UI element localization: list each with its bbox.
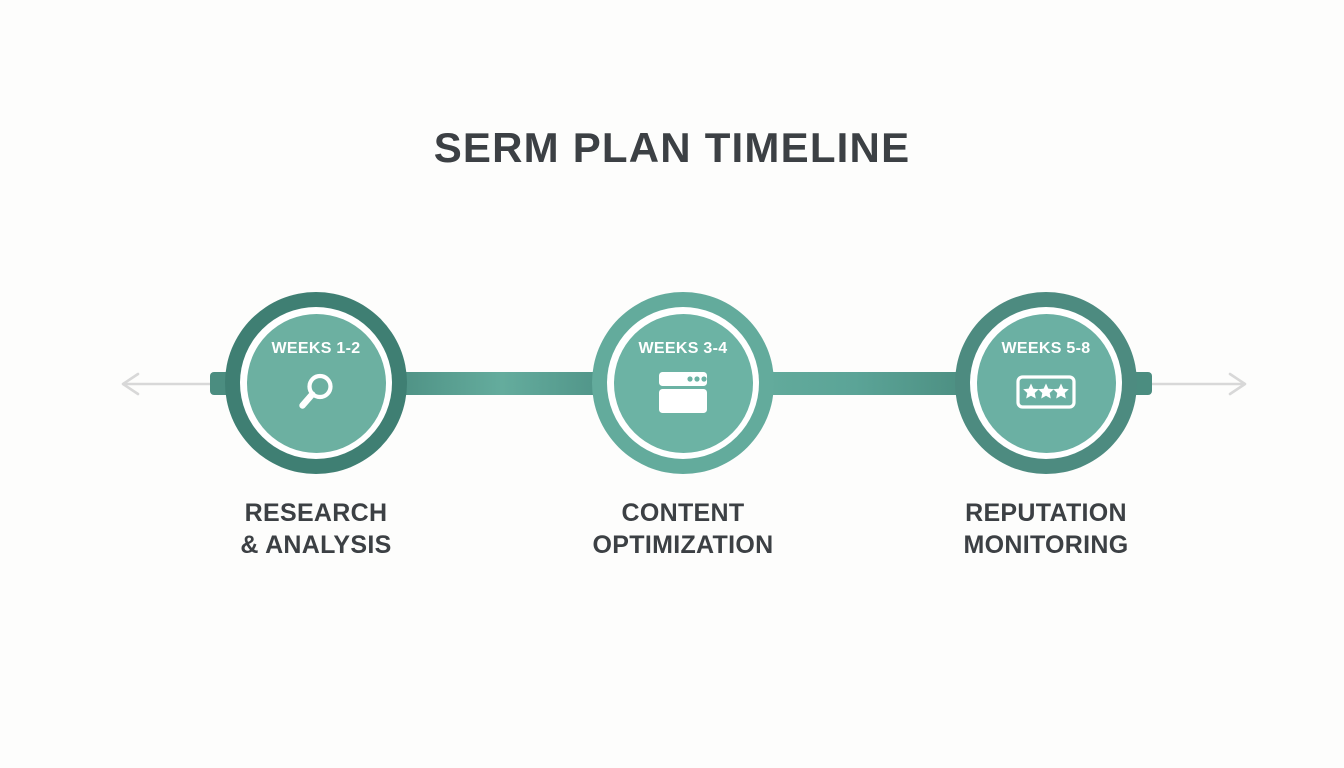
step-1-caption-line-2: & ANALYSIS [240, 531, 392, 559]
step-3-caption-line-1: REPUTATION [965, 499, 1127, 527]
magnifier-icon [285, 366, 347, 418]
connector-bar-1 [396, 372, 608, 395]
node-inner-disc: WEEKS 5-8 [976, 313, 1116, 453]
node-inner-disc: WEEKS 3-4 [613, 313, 753, 453]
right-arrow-icon [1140, 372, 1250, 396]
step-1-caption: RESEARCH & ANALYSIS [166, 497, 466, 561]
timeline-node-1[interactable]: WEEKS 1-2 [225, 292, 407, 474]
step-2-caption-line-2: OPTIMIZATION [592, 531, 774, 559]
step-2-caption: CONTENT OPTIMIZATION [533, 497, 833, 561]
node-inner-disc: WEEKS 1-2 [246, 313, 386, 453]
node-3-week-badge: WEEKS 5-8 [1001, 340, 1091, 357]
node-2-week-badge: WEEKS 3-4 [638, 340, 728, 357]
timeline-node-3[interactable]: WEEKS 5-8 [955, 292, 1137, 474]
step-1-caption-line-1: RESEARCH [244, 499, 388, 527]
node-1-week-badge: WEEKS 1-2 [271, 340, 361, 357]
page-title: SERM PLAN TIMELINE [433, 124, 911, 171]
step-3-caption-line-2: MONITORING [963, 531, 1129, 559]
timeline-node-2[interactable]: WEEKS 3-4 [592, 292, 774, 474]
three-stars-rating-icon [1015, 366, 1077, 418]
browser-window-icon [652, 366, 714, 418]
left-arrow-icon [118, 372, 228, 396]
connector-bar-2 [758, 372, 974, 395]
step-3-caption: REPUTATION MONITORING [896, 497, 1196, 561]
step-2-caption-line-1: CONTENT [621, 499, 745, 527]
